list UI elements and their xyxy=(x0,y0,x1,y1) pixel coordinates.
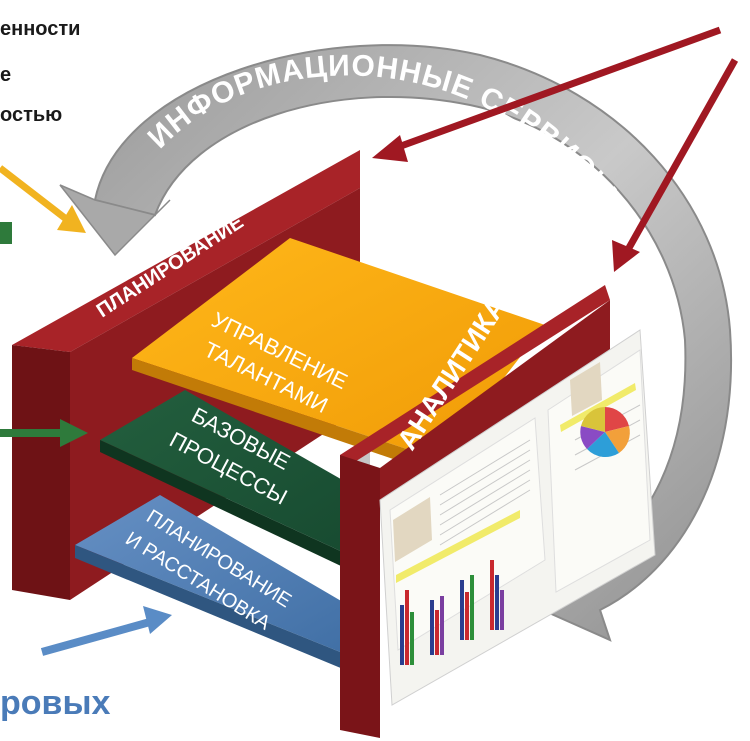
right-pillar xyxy=(340,285,610,738)
services-ring xyxy=(59,44,733,642)
report-bar-chart xyxy=(400,560,504,665)
green-text-fragment xyxy=(0,222,12,244)
arrow-red-top xyxy=(372,26,722,162)
report-pie-chart xyxy=(580,407,630,458)
left-text-line1: енности xyxy=(0,18,81,40)
arrow-green xyxy=(0,419,88,447)
layer-planning-placement xyxy=(75,495,360,676)
arrow-blue xyxy=(40,606,172,656)
analytics-report-panel xyxy=(379,329,656,706)
arrow-red-right xyxy=(612,58,739,272)
arrow-yellow xyxy=(0,165,86,233)
bottom-blue-text: ровых xyxy=(0,684,111,722)
layer-base-processes xyxy=(100,390,360,575)
left-text-line3: остью xyxy=(0,104,63,126)
left-text-line2: е xyxy=(0,64,12,86)
